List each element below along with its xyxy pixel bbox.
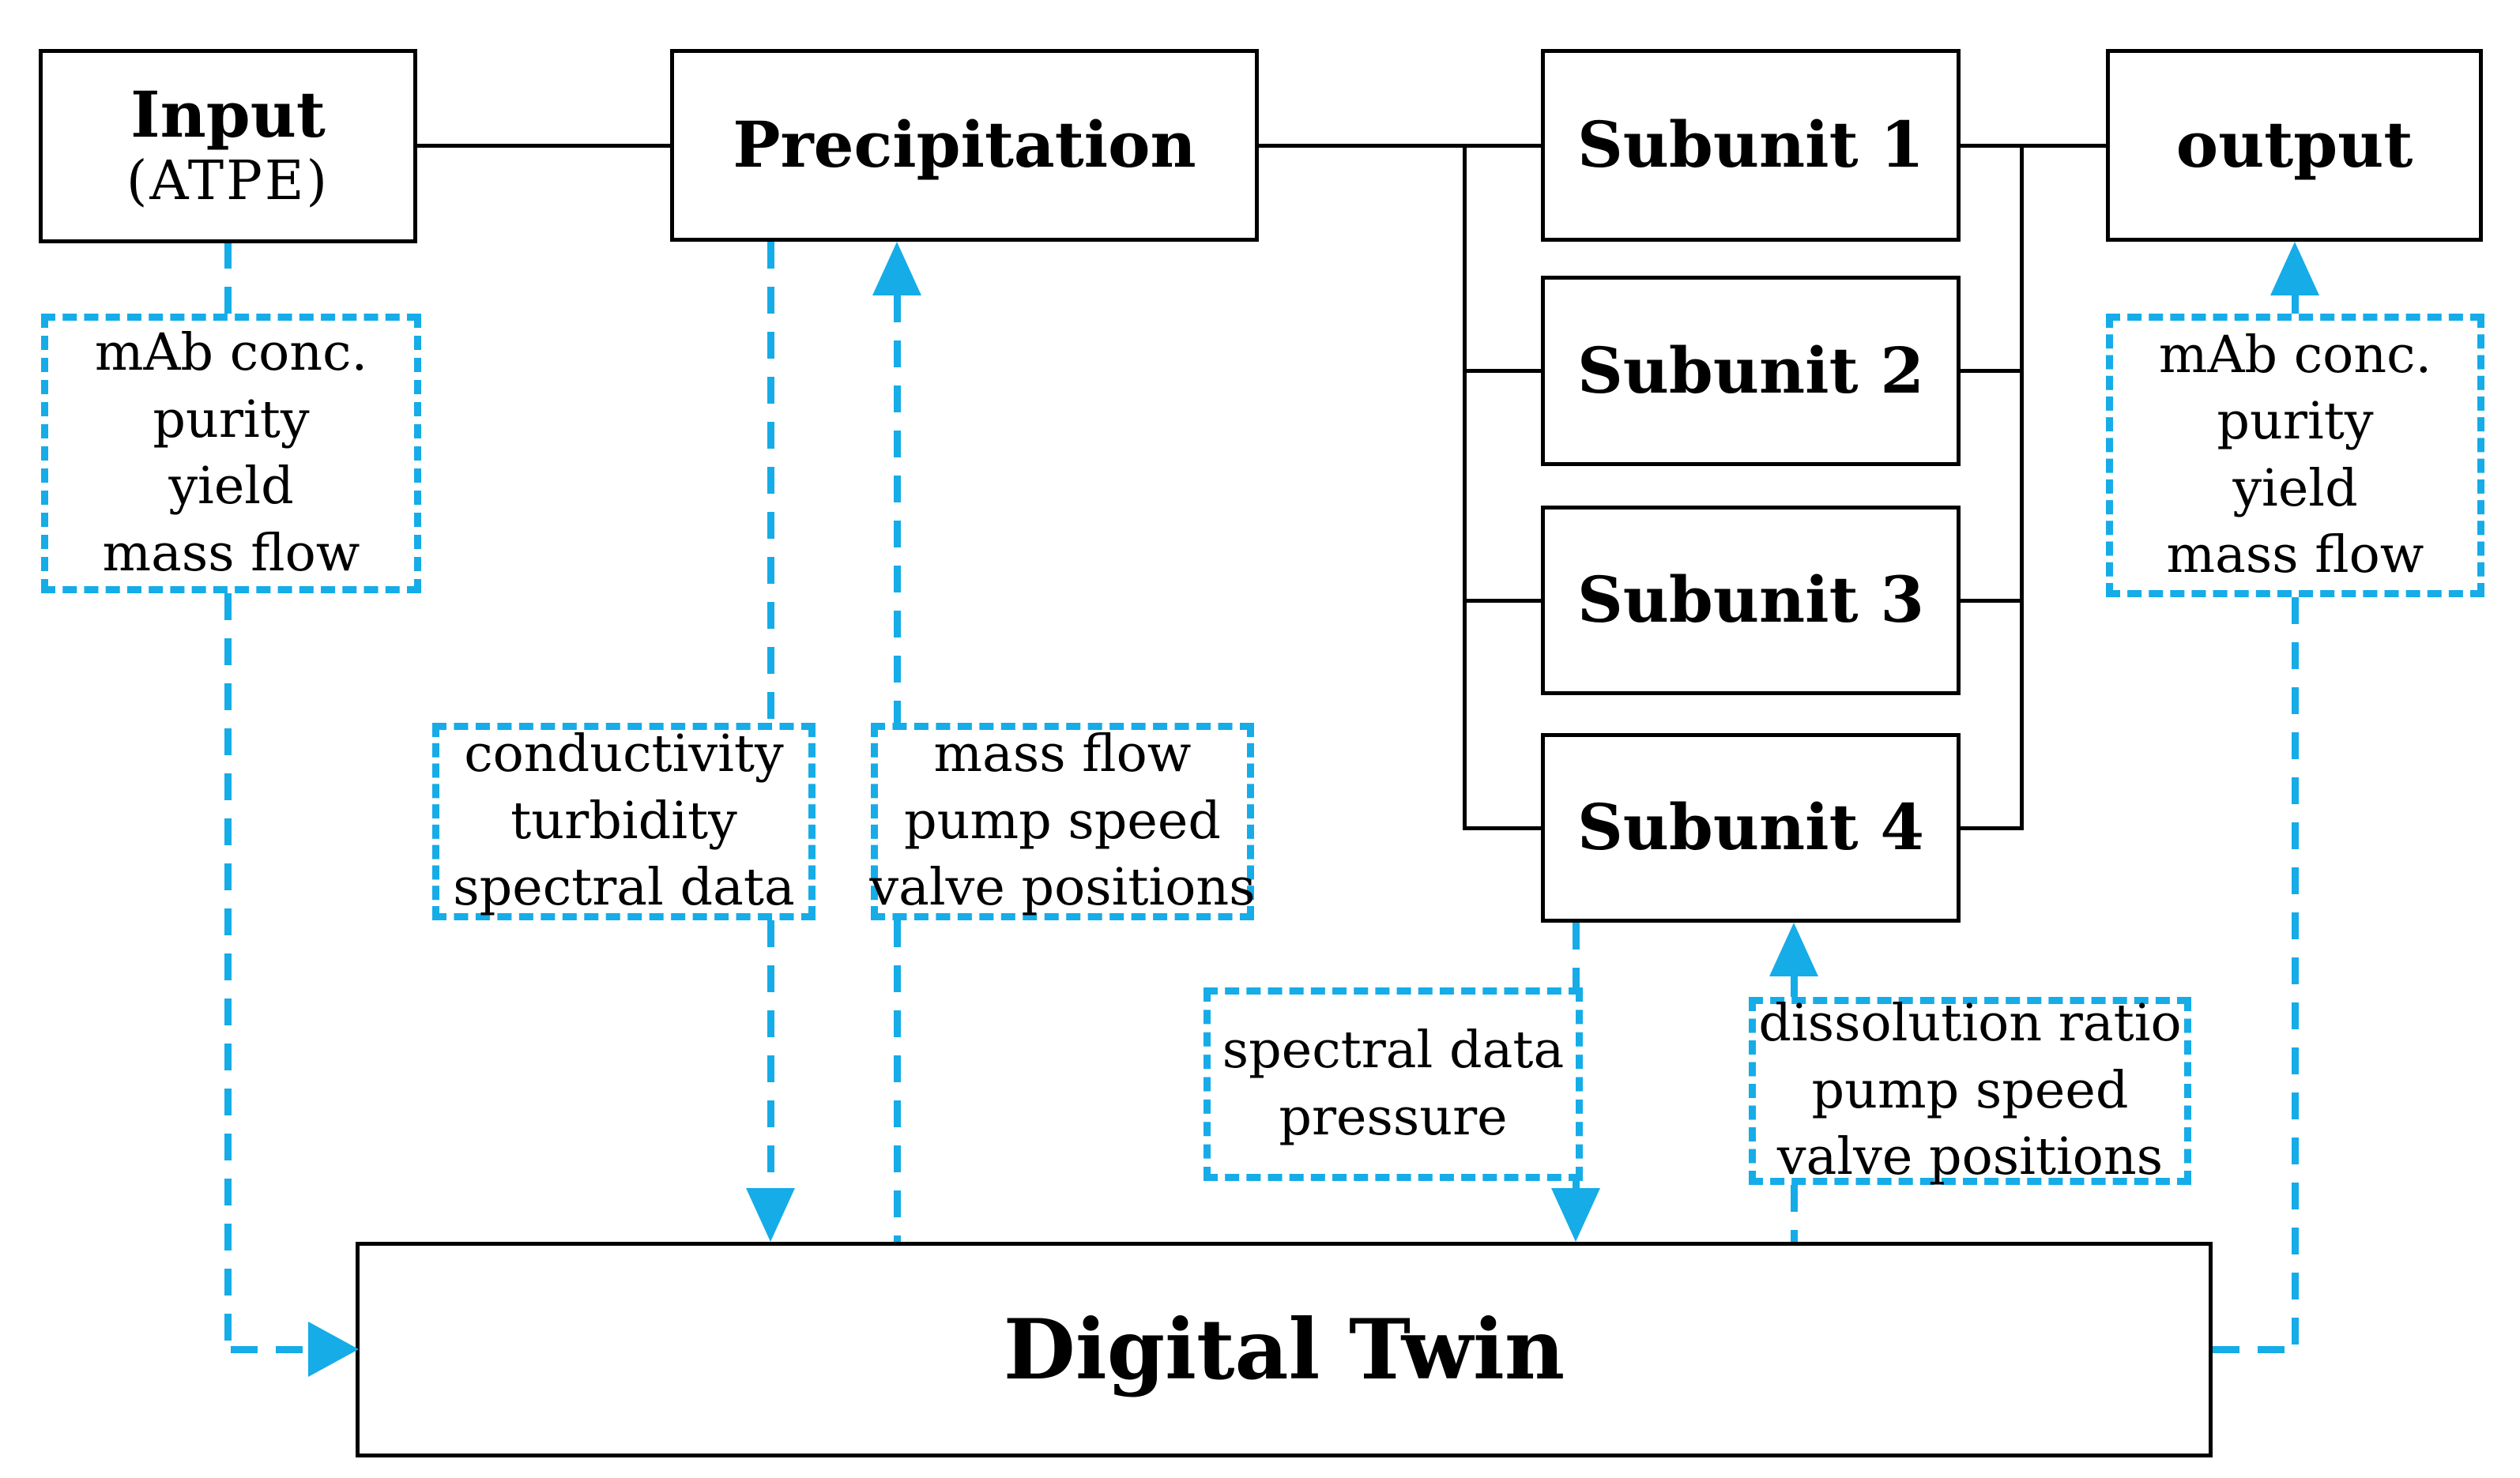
connector-subunit4-to-sensors xyxy=(1573,923,1580,987)
connector-input-to-metrics xyxy=(224,242,232,314)
connector-subunit-sensors-stub xyxy=(1573,1181,1580,1188)
input-box-subtitle: (ATPE) xyxy=(126,149,330,212)
subunit4-box: Subunit 4 xyxy=(1541,733,1961,923)
subunit1-box: Subunit 1 xyxy=(1541,49,1961,242)
connector-digital-twin-to-setpoints xyxy=(894,920,901,1242)
connector-elbow-to-digital-twin xyxy=(231,1346,310,1353)
connector-precipitation-to-sensors xyxy=(767,242,774,723)
tag-line: conductivity xyxy=(464,724,784,784)
tag-line: spectral data xyxy=(453,858,795,918)
subunit3-box-title: Subunit 3 xyxy=(1576,562,1925,637)
subunit-setpoints-tag: dissolution ratio pump speed valve posit… xyxy=(1749,994,2191,1187)
line-manifold-right-vertical xyxy=(2020,144,2024,830)
line-manifold-left-vertical xyxy=(1463,144,1467,830)
connector-digital-twin-to-subunit-setpoints xyxy=(1791,1185,1798,1242)
line-precipitation-to-subunit1 xyxy=(1259,144,1541,148)
precipitation-box: Precipitation xyxy=(670,49,1259,242)
connector-metrics-to-elbow xyxy=(224,593,232,1346)
tag-line: pump speed xyxy=(1811,1060,2129,1120)
precipitation-box-title: Precipitation xyxy=(733,107,1196,182)
input-box-title: Input xyxy=(130,77,326,152)
tag-line: valve positions xyxy=(1776,1127,2164,1187)
tag-line: pump speed xyxy=(904,791,1221,851)
subunit-sensors-tag: spectral data pressure xyxy=(1203,987,1583,1181)
tag-line: mAb conc. xyxy=(2158,325,2432,385)
arrow-down-icon xyxy=(746,1188,795,1242)
arrow-up-icon xyxy=(2270,242,2319,295)
subunit2-box-title: Subunit 2 xyxy=(1576,333,1925,408)
subunit1-box-title: Subunit 1 xyxy=(1576,107,1925,182)
tag-line: turbidity xyxy=(510,791,737,851)
subunit2-box: Subunit 2 xyxy=(1541,276,1961,466)
output-box: output xyxy=(2106,49,2483,242)
line-stub-right-subunit4 xyxy=(1961,826,2024,830)
line-stub-left-subunit4 xyxy=(1463,826,1541,830)
subunit4-box-title: Subunit 4 xyxy=(1576,790,1925,865)
digital-twin-box: Digital Twin xyxy=(356,1242,2213,1457)
tag-line: dissolution ratio xyxy=(1758,994,2182,1054)
arrow-up-icon xyxy=(872,242,921,295)
line-input-to-precipitation xyxy=(417,144,670,148)
input-metrics-tag: mAb conc. purity yield mass flow xyxy=(41,314,421,593)
connector-setpoints-to-precipitation xyxy=(894,295,901,723)
connector-setpoints-to-subunit4 xyxy=(1791,976,1798,997)
tag-line: mass flow xyxy=(102,523,360,583)
line-subunit1-to-output xyxy=(1961,144,2106,148)
tag-line: pressure xyxy=(1279,1087,1508,1147)
arrow-down-icon xyxy=(1551,1188,1600,1242)
tag-line: purity xyxy=(2217,392,2374,451)
tag-line: mass flow xyxy=(933,724,1192,784)
output-box-title: output xyxy=(2175,107,2413,182)
digital-twin-box-title: Digital Twin xyxy=(1003,1299,1565,1398)
subunit3-box: Subunit 3 xyxy=(1541,506,1961,695)
tag-line: yield xyxy=(168,457,294,516)
connector-sensors-to-digital-twin xyxy=(767,920,774,1188)
output-metrics-tag: mAb conc. purity yield mass flow xyxy=(2106,314,2484,597)
connector-metrics-to-output xyxy=(2292,295,2299,314)
connector-output-metrics-to-elbow xyxy=(2292,597,2299,1346)
tag-line: spectral data xyxy=(1222,1021,1565,1080)
tag-line: valve positions xyxy=(869,858,1256,918)
tag-line: purity xyxy=(153,389,310,449)
input-box: Input (ATPE) xyxy=(39,49,417,243)
arrow-right-icon xyxy=(308,1322,359,1377)
line-stub-left-subunit3 xyxy=(1463,599,1541,603)
connector-digital-twin-to-elbow-right xyxy=(2213,1346,2295,1353)
tag-line: yield xyxy=(2232,458,2358,518)
line-stub-right-subunit2 xyxy=(1961,369,2024,373)
precipitation-setpoints-tag: mass flow pump speed valve positions xyxy=(869,723,1256,920)
arrow-up-icon xyxy=(1769,923,1818,976)
line-stub-right-subunit3 xyxy=(1961,599,2024,603)
precipitation-sensors-tag: conductivity turbidity spectral data xyxy=(432,723,816,920)
tag-line: mass flow xyxy=(2166,525,2424,585)
tag-line: mAb conc. xyxy=(94,323,368,382)
line-stub-left-subunit2 xyxy=(1463,369,1541,373)
